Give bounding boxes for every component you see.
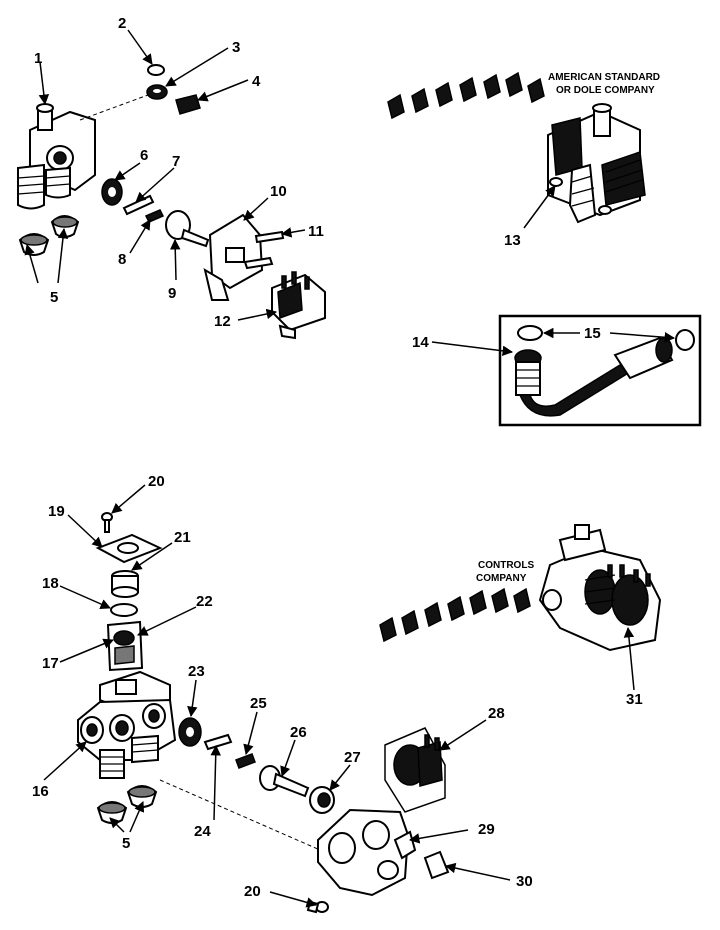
caption-controls: CONTROLS bbox=[478, 560, 534, 571]
callout-21: 21 bbox=[174, 529, 191, 546]
callout-25: 25 bbox=[250, 695, 267, 712]
pin-24 bbox=[203, 733, 233, 751]
valve-assembly-31 bbox=[538, 524, 662, 652]
callout-5-top: 5 bbox=[50, 289, 58, 306]
callout-23: 23 bbox=[188, 663, 205, 680]
caption-company: COMPANY bbox=[476, 573, 527, 584]
gasket-15-left bbox=[517, 325, 543, 341]
housing-22 bbox=[106, 620, 144, 672]
arrow-row-american bbox=[387, 71, 545, 120]
screw-20-top bbox=[101, 512, 113, 533]
diaphragm-6 bbox=[101, 178, 123, 206]
callout-31: 31 bbox=[626, 691, 643, 708]
gasket-15-right bbox=[675, 329, 695, 351]
strainer-screens-5-bottom bbox=[96, 785, 158, 824]
callout-17: 17 bbox=[42, 655, 59, 672]
screw-11 bbox=[254, 230, 285, 244]
solenoid-coil-12 bbox=[271, 271, 326, 340]
callout-29: 29 bbox=[478, 821, 495, 838]
callout-3: 3 bbox=[232, 39, 240, 56]
assembly-line-bottom bbox=[159, 779, 321, 851]
callout-14: 14 bbox=[412, 334, 429, 351]
callout-16: 16 bbox=[32, 783, 49, 800]
callout-22: 22 bbox=[196, 593, 213, 610]
callout-numbers: 1 2 3 4 5 6 7 8 9 10 11 12 13 14 15 20 1… bbox=[32, 15, 643, 900]
callout-12: 12 bbox=[214, 313, 231, 330]
screw-30 bbox=[423, 850, 450, 880]
callout-4: 4 bbox=[252, 73, 261, 90]
callout-18: 18 bbox=[42, 575, 59, 592]
valve-body-16 bbox=[77, 670, 177, 779]
seal-17 bbox=[113, 630, 135, 646]
callout-19: 19 bbox=[48, 503, 65, 520]
valve-body-top bbox=[17, 103, 96, 210]
leader-lines bbox=[24, 29, 676, 908]
callout-2: 2 bbox=[118, 15, 126, 32]
spring-8 bbox=[144, 209, 165, 223]
callout-8: 8 bbox=[118, 251, 126, 268]
callout-27: 27 bbox=[344, 749, 361, 766]
callout-24: 24 bbox=[194, 823, 211, 840]
callout-20-top: 20 bbox=[148, 473, 165, 490]
callout-5-bottom: 5 bbox=[122, 835, 130, 852]
assembly-line-top bbox=[79, 94, 149, 121]
callout-26: 26 bbox=[290, 724, 307, 741]
callout-10: 10 bbox=[270, 183, 287, 200]
callout-20-bottom: 20 bbox=[244, 883, 261, 900]
pin-7 bbox=[122, 194, 155, 216]
valve-seat-3 bbox=[146, 84, 168, 100]
spring-25 bbox=[235, 753, 256, 769]
caption-american-standard: AMERICAN STANDARD bbox=[548, 72, 660, 83]
captions: AMERICAN STANDARD OR DOLE COMPANY CONTRO… bbox=[476, 72, 660, 584]
arrow-row-controls bbox=[379, 587, 531, 643]
ring-18 bbox=[110, 603, 138, 617]
callout-7: 7 bbox=[172, 153, 180, 170]
callout-1: 1 bbox=[34, 50, 42, 67]
coil-28 bbox=[384, 727, 446, 813]
callout-11: 11 bbox=[308, 223, 324, 240]
cap-27 bbox=[309, 786, 335, 814]
callout-30: 30 bbox=[516, 873, 533, 890]
valve-assembly-13 bbox=[547, 103, 646, 224]
flow-washer-4 bbox=[175, 94, 201, 115]
plunger-21 bbox=[111, 570, 139, 598]
guide-9 bbox=[165, 210, 210, 248]
hose-panel bbox=[498, 314, 702, 427]
washer-2 bbox=[147, 64, 165, 76]
callout-15: 15 bbox=[584, 325, 601, 342]
diaphragm-23 bbox=[178, 717, 202, 747]
guide-26 bbox=[259, 765, 310, 798]
callout-28: 28 bbox=[488, 705, 505, 722]
bracket-29 bbox=[317, 808, 417, 897]
callout-13: 13 bbox=[504, 232, 521, 249]
bracket-10 bbox=[203, 213, 274, 301]
plate-19 bbox=[95, 533, 163, 564]
callout-9: 9 bbox=[168, 285, 176, 302]
caption-dole-company: OR DOLE COMPANY bbox=[556, 85, 655, 96]
callout-6: 6 bbox=[140, 147, 148, 164]
